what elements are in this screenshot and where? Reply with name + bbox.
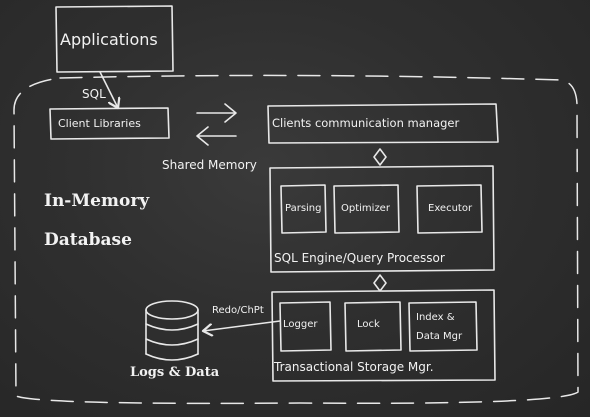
logger-box [279,301,332,352]
connector-engine-storage [373,274,387,292]
executor-box [416,184,483,234]
shared-memory-label: Shared Memory [162,158,257,172]
logs-data-label: Logs & Data [130,365,220,380]
sql-label: SQL [82,87,106,101]
index-label-line-1: Index & [416,312,455,323]
connector-comm-engine [373,148,387,166]
sql-engine-box [269,165,495,273]
sql-arrow [99,71,118,108]
optimizer-box [333,184,400,234]
parsing-box [280,184,327,234]
applications-label: Applications [60,30,158,49]
comm-manager-label: Clients communication manager [272,116,460,130]
title-line-1: In-Memory [44,191,150,211]
storage-mgr-label: Transactional Storage Mgr. [274,360,434,374]
database-boundary [13,74,579,405]
redo-arrow [203,320,281,331]
shared-memory-arrow-right [196,103,237,123]
logger-label: Logger [283,319,318,330]
applications-box [55,5,174,73]
shared-memory-arrow-left [196,126,237,146]
logs-data-cylinder [145,300,199,361]
executor-label: Executor [428,203,473,214]
storage-mgr-box [271,289,496,382]
sql-engine-label: SQL Engine/Query Processor [274,251,445,265]
index-box [408,301,478,352]
optimizer-label: Optimizer [341,203,390,214]
parsing-label: Parsing [285,203,322,214]
comm-manager-box [267,103,499,144]
lock-box [344,301,402,352]
title-line-2: Database [44,230,132,250]
client-libraries-label: Client Libraries [58,117,141,130]
index-label-line-2: Data Mgr [416,331,463,342]
client-libraries-box [49,107,170,140]
redo-label: Redo/ChPt [212,305,264,316]
lock-label: Lock [357,319,380,330]
